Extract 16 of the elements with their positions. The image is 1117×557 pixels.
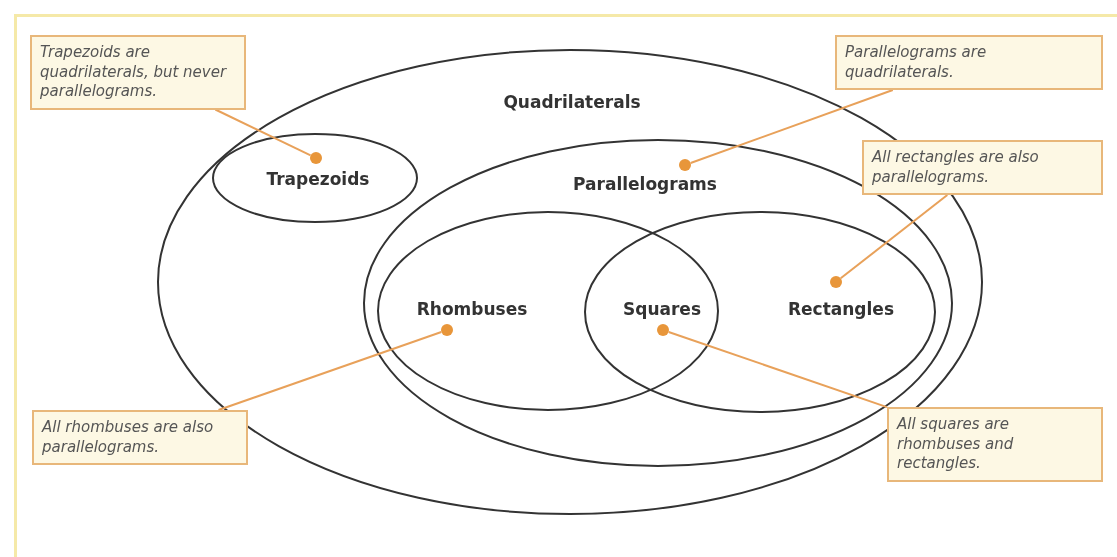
leader-line	[214, 108, 312, 157]
set-label: Squares	[623, 299, 701, 319]
leader-line	[667, 330, 888, 409]
leader-line	[217, 331, 443, 411]
set-label: Quadrilaterals	[503, 92, 641, 112]
callout-text: All rhombuses are also parallelograms.	[42, 418, 215, 457]
callout-text: All squares are rhombuses and rectangles.	[897, 415, 1015, 474]
set-label: Rhombuses	[416, 299, 528, 319]
callout-text: All rectangles are also parallelograms.	[872, 148, 1040, 187]
set-label: Parallelograms	[573, 174, 717, 194]
set-label: Rectangles	[788, 299, 894, 319]
callout-text: Trapezoids are quadrilaterals, but never parallelograms.	[40, 43, 228, 102]
set-label: Trapezoids	[266, 169, 370, 189]
leader-line	[839, 194, 949, 280]
leader-line	[689, 89, 894, 164]
callout-text: Parallelograms are quadrilaterals.	[845, 43, 988, 82]
